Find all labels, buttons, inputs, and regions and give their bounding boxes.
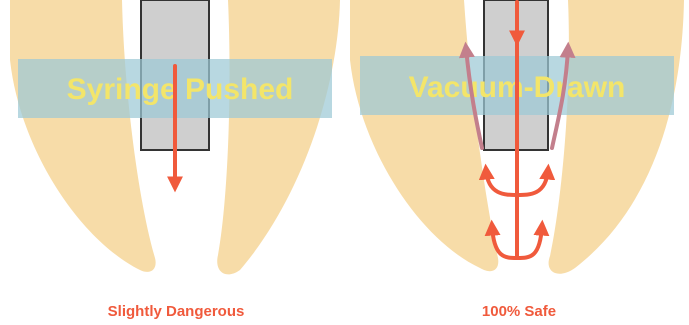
- band-label: Syringe Pushed: [67, 73, 294, 106]
- panel-syringe-pushed: Syringe Pushed Slightly Dangerous: [10, 0, 340, 320]
- tooth-root-left-half: [10, 0, 156, 272]
- tooth-root-right-half: [217, 0, 340, 274]
- panel-vacuum-drawn: Vacuum-Drawn 100% Safe: [350, 0, 684, 320]
- tooth-root-left-half: [350, 0, 498, 271]
- tooth-root-right-half: [549, 0, 684, 274]
- branch-flow-lower-right: [517, 226, 542, 258]
- branch-flow-upper-right: [517, 170, 548, 195]
- caption-slightly-dangerous: Slightly Dangerous: [108, 303, 245, 320]
- caption-100-safe: 100% Safe: [482, 303, 556, 320]
- branch-flow-upper-left: [486, 170, 517, 195]
